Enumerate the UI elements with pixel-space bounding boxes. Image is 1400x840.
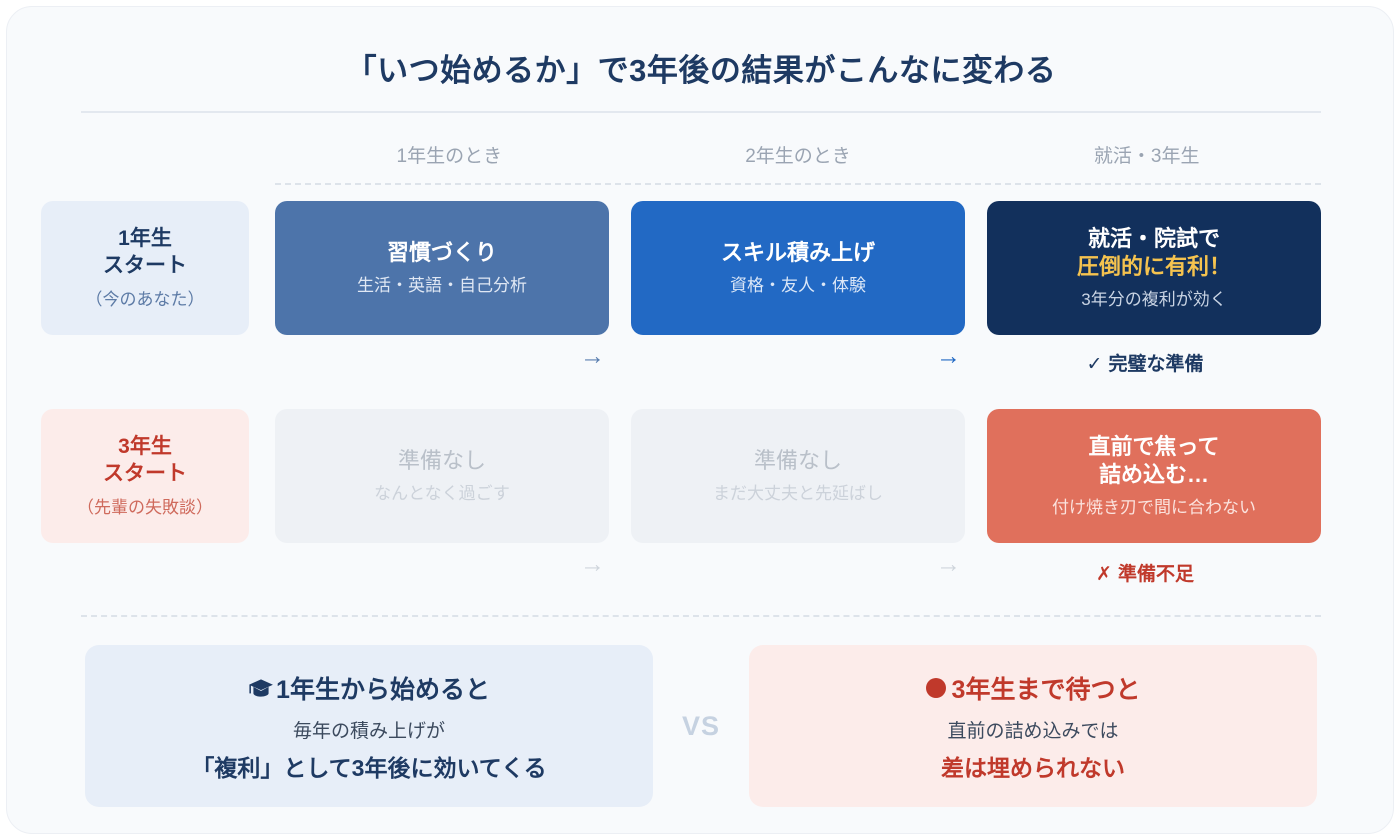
versus-label: VS — [681, 710, 721, 741]
row-arrows-start-year-1: → → — [275, 339, 1321, 373]
red-circle-icon — [925, 677, 946, 698]
column-header-year2: 2年生のとき — [745, 146, 851, 167]
card-title: 準備なし — [753, 448, 842, 474]
row-label-title-line2: スタート — [103, 461, 187, 485]
card-title: スキル積み上げ — [720, 240, 875, 266]
card-subtitle: まだ大丈夫と先延ばし — [713, 483, 883, 503]
summary-heading: 3年生まで待つと — [925, 670, 1141, 706]
summary-line-1: 毎年の積み上げが — [292, 720, 445, 742]
card-subtitle: なんとなく過ごす — [374, 483, 510, 503]
card-last-minute-cramming[interactable]: 直前で焦って 詰め込む… 付け焼き刃で間に合わない — [987, 409, 1321, 543]
card-title-line1: 就活・院試で — [1087, 225, 1220, 251]
summary-box-start-early: 1年生から始めると 毎年の積み上げが 「複利」として3年後に効いてくる — [85, 645, 653, 807]
summary-line-2: 「複利」として3年後に効いてくる — [191, 754, 547, 781]
arrow-right-icon: → — [936, 342, 961, 370]
row-label-title-line1: 3年生 — [118, 435, 172, 459]
infographic-panel: 「いつ始めるか」で3年後の結果がこんなに変わる 1年生のとき 2年生のとき 就活… — [6, 6, 1394, 834]
row-cards-start-year-3: 準備なし なんとなく過ごす 準備なし まだ大丈夫と先延ばし 直前で焦って 詰め込… — [275, 409, 1321, 543]
card-no-preparation-year2[interactable]: 準備なし まだ大丈夫と先延ばし — [631, 409, 965, 543]
column-header-year1: 1年生のとき — [396, 146, 503, 167]
summary-dashed-divider — [81, 615, 1321, 617]
timeline-row-start-year-3: 3年生 スタート （先輩の失敗談） 準備なし なんとなく過ごす 準備なし まだ大… — [7, 409, 1395, 543]
arrow-right-icon: → — [580, 550, 605, 578]
card-title-line1: 直前で焦って — [1088, 433, 1220, 459]
card-title: 準備なし — [397, 448, 486, 474]
card-subtitle: 付け焼き刃で間に合わない — [1052, 498, 1256, 518]
timeline-row-start-year-1: 1年生 スタート （今のあなた） 習慣づくり 生活・英語・自己分析 スキル積み上… — [7, 201, 1395, 335]
card-habit-building[interactable]: 習慣づくり 生活・英語・自己分析 — [275, 201, 609, 335]
summary-heading: 1年生から始めると — [248, 670, 490, 706]
cross-icon: ✗ — [1096, 564, 1112, 585]
row-label-subtitle: （先輩の失敗談） — [77, 497, 213, 517]
row-label-start-year-3: 3年生 スタート （先輩の失敗談） — [41, 409, 249, 543]
card-subtitle: 3年分の複利が効く — [1081, 290, 1227, 310]
card-title: 習慣づくり — [386, 240, 497, 266]
row-label-title-line1: 1年生 — [118, 227, 172, 251]
summary-heading-text: 3年生まで待つと — [951, 675, 1141, 704]
card-title-highlight: 圧倒的に有利！ — [1076, 254, 1231, 280]
row-label-start-year-1: 1年生 スタート （今のあなた） — [41, 201, 249, 335]
row-label-subtitle: （今のあなた） — [85, 289, 205, 309]
page-title: 「いつ始めるか」で3年後の結果がこんなに変わる — [345, 53, 1057, 88]
card-subtitle: 生活・英語・自己分析 — [357, 275, 527, 295]
card-no-preparation-year1[interactable]: 準備なし なんとなく過ごす — [275, 409, 609, 543]
result-caption-start-year-3: ✗準備不足 — [969, 559, 1321, 586]
row-arrows-start-year-3: → → — [275, 547, 1321, 581]
header-dashed-divider — [275, 183, 1321, 185]
check-icon: ✓ — [1086, 354, 1103, 375]
result-label: 完璧な準備 — [1108, 354, 1204, 375]
row-label-title: 1年生 スタート — [103, 226, 187, 279]
title-divider — [81, 111, 1321, 113]
summary-line-1: 直前の詰め込みでは — [947, 720, 1119, 742]
card-skill-stacking[interactable]: スキル積み上げ 資格・友人・体験 — [631, 201, 965, 335]
card-title: 直前で焦って 詰め込む… — [1089, 433, 1220, 490]
column-headers: 1年生のとき 2年生のとき 就活・3年生 — [275, 141, 1321, 168]
result-caption-start-year-1: ✓完璧な準備 — [969, 349, 1321, 376]
card-title-line2: 詰め込む… — [1098, 462, 1209, 488]
summary-box-start-late: 3年生まで待つと 直前の詰め込みでは 差は埋められない — [749, 645, 1317, 807]
summary-line-2: 差は埋められない — [941, 754, 1125, 781]
card-job-hunting-advantage[interactable]: 就活・院試で 圧倒的に有利！ 3年分の複利が効く — [987, 201, 1321, 335]
arrow-right-icon: → — [580, 342, 605, 370]
arrow-right-icon: → — [936, 550, 961, 578]
row-label-title: 3年生 スタート — [103, 434, 187, 487]
column-header-year3: 就活・3年生 — [1093, 146, 1200, 167]
card-title: 就活・院試で 圧倒的に有利！ — [1077, 225, 1231, 282]
row-cards-start-year-1: 習慣づくり 生活・英語・自己分析 スキル積み上げ 資格・友人・体験 就活・院試で… — [275, 201, 1321, 335]
card-subtitle: 資格・友人・体験 — [730, 275, 866, 295]
graduation-cap-icon — [248, 675, 274, 701]
row-label-title-line2: スタート — [103, 253, 187, 277]
result-label: 準備不足 — [1117, 564, 1194, 585]
summary-heading-text: 1年生から始めると — [276, 675, 490, 704]
summary-section: 1年生から始めると 毎年の積み上げが 「複利」として3年後に効いてくる VS 3… — [85, 645, 1317, 807]
